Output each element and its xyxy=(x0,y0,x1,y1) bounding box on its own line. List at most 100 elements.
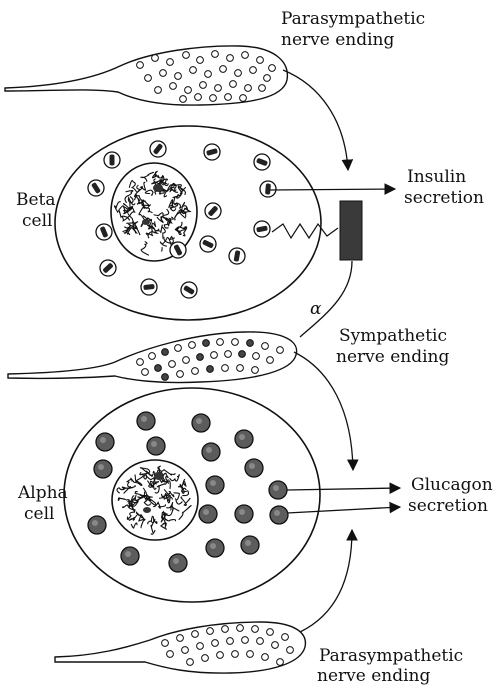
vesicle xyxy=(269,65,276,72)
vesicle xyxy=(287,647,294,654)
insulin-secretion-arrow xyxy=(270,189,395,190)
vesicle xyxy=(145,75,152,82)
glucagon-label-line1: Glucagon xyxy=(411,476,493,495)
sympathetic-to-alpha-arrow xyxy=(294,352,353,470)
vesicle xyxy=(253,353,260,360)
alpha-cell-label-line1: Alpha xyxy=(18,484,68,503)
beta-granule xyxy=(141,279,157,295)
vesicle xyxy=(149,353,156,360)
vesicle xyxy=(277,659,284,666)
glucagon-secretion-arrow-2 xyxy=(287,507,400,513)
vesicle xyxy=(162,349,169,356)
vesicle xyxy=(177,635,184,642)
vesicle xyxy=(240,95,247,102)
parasympathetic-bottom-label-line1: Parasympathetic xyxy=(319,647,463,666)
alpha-receptor-symbol: α xyxy=(310,300,321,319)
vesicle xyxy=(252,367,259,374)
vesicle xyxy=(182,647,189,654)
vesicle xyxy=(242,52,249,59)
vesicle xyxy=(210,95,217,102)
vesicle xyxy=(212,51,219,58)
vesicle xyxy=(237,365,244,372)
parasympathetic-nerve-ending-top xyxy=(5,46,287,105)
vesicle xyxy=(183,357,190,364)
vesicle xyxy=(170,83,177,90)
zigzag-signal xyxy=(272,224,338,238)
alpha-cell-nucleus xyxy=(112,460,198,540)
vesicle xyxy=(205,71,212,78)
vesicle xyxy=(242,637,249,644)
vesicle xyxy=(247,651,254,658)
vesicle xyxy=(187,659,194,666)
alpha-cell xyxy=(64,388,320,602)
parasympathetic-bottom-arrow xyxy=(300,530,352,632)
vesicle xyxy=(215,85,222,92)
parasympathetic-top-label-line1: Parasympathetic xyxy=(281,10,425,29)
vesicle xyxy=(225,351,232,358)
vesicle xyxy=(189,342,196,349)
vesicle xyxy=(257,57,264,64)
vesicle xyxy=(207,366,214,373)
vesicle xyxy=(262,654,269,661)
vesicle xyxy=(207,628,214,635)
vesicle xyxy=(200,82,207,89)
vesicle xyxy=(180,96,187,103)
vesicle xyxy=(250,67,257,74)
vesicle xyxy=(212,640,219,647)
vesicle xyxy=(192,631,199,638)
vesicle xyxy=(227,638,234,645)
vesicle xyxy=(175,345,182,352)
vesicle xyxy=(235,70,242,77)
vesicle xyxy=(162,374,169,381)
vesicle xyxy=(282,634,289,641)
vesicle xyxy=(217,339,224,346)
parasympathetic-top-label-line2: nerve ending xyxy=(281,31,394,50)
vesicle xyxy=(277,347,284,354)
glucagon-label-line2: secretion xyxy=(408,497,488,516)
vesicle-cluster-top xyxy=(137,51,276,103)
vesicle xyxy=(237,625,244,632)
vesicle xyxy=(222,365,229,372)
vesicle xyxy=(232,651,239,658)
vesicle xyxy=(262,343,269,350)
vesicle xyxy=(230,81,237,88)
vesicle xyxy=(267,357,274,364)
beta-granules xyxy=(88,141,276,298)
vesicle xyxy=(239,351,246,358)
vesicle xyxy=(272,642,279,649)
vesicle xyxy=(202,655,209,662)
vesicle xyxy=(137,62,144,69)
vesicle xyxy=(183,52,190,59)
vesicle xyxy=(152,55,159,62)
vesicle xyxy=(257,638,264,645)
beta-granule xyxy=(104,152,120,168)
vesicle xyxy=(211,352,218,359)
vesicle xyxy=(252,626,259,633)
vesicle xyxy=(190,67,197,74)
vesicle xyxy=(197,57,204,64)
beta-granule xyxy=(205,203,221,219)
beta-granule xyxy=(200,236,216,252)
insulin-label-line2: secretion xyxy=(404,189,484,208)
vesicle xyxy=(217,652,224,659)
sympathetic-nerve-ending xyxy=(8,332,297,383)
vesicle xyxy=(203,340,210,347)
vesicle xyxy=(247,340,254,347)
vesicle xyxy=(167,651,174,658)
alpha-cell-label-line2: cell xyxy=(24,505,54,524)
sympathetic-label-line2: nerve ending xyxy=(336,348,449,367)
beta-cell-label-line2: cell xyxy=(22,212,52,231)
beta-granule xyxy=(100,260,116,276)
vesicle xyxy=(232,339,239,346)
vesicle xyxy=(197,354,204,361)
vesicle xyxy=(175,73,182,80)
vesicle xyxy=(245,85,252,92)
vesicle xyxy=(155,365,162,372)
vesicle xyxy=(227,55,234,62)
beta-granule xyxy=(150,141,166,157)
vesicle xyxy=(195,94,202,101)
beta-cell-label-line1: Beta xyxy=(16,191,56,210)
glucagon-secretion-arrow-1 xyxy=(287,488,400,490)
vesicle-cluster-sympathetic xyxy=(137,339,284,381)
